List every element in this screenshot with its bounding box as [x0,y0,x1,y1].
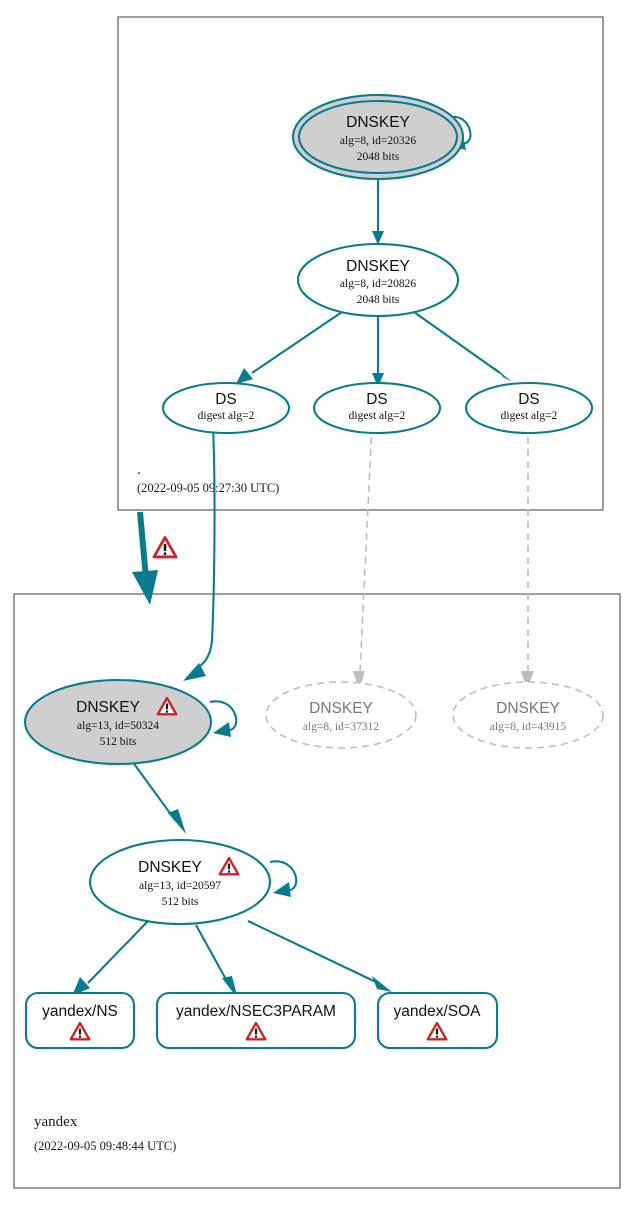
zone-yandex-timestamp: (2022-09-05 09:48:44 UTC) [34,1139,176,1153]
node-root-zsk-20826[interactable]: DNSKEY alg=8, id=20826 2048 bits [296,242,460,318]
node-ds-3[interactable]: DS digest alg=2 [464,381,594,435]
edge-yandex-zsk-selfsign [269,860,298,897]
root-ksk-outline-inner [297,99,459,175]
ds-1-label: DS [215,391,237,408]
zone-yandex: yandex (2022-09-05 09:48:44 UTC) [13,593,621,1189]
node-rrset-yandex-soa[interactable]: yandex/SOA [376,991,499,1050]
dnskey-37312-label: DNSKEY [309,700,373,717]
rrset-nsec3param-outline [155,991,357,1050]
yandex-zsk-params: alg=13, id=20597 [139,880,221,892]
ds-2-params: digest alg=2 [349,410,406,422]
edge-zsk-to-ns [72,920,149,996]
edge-ds2-to-dnskey-37312 [353,424,373,690]
yandex-zsk-outline [88,838,272,926]
root-ksk-params: alg=8, id=20326 [340,135,416,147]
zone-root-name: . [137,462,141,478]
ds-3-outline [464,381,594,435]
edge-yandex-ksk-selfsign [209,700,238,737]
dnskey-43915-label: DNSKEY [496,700,560,717]
edge-root-zsk-to-ds-3 [413,311,512,382]
zone-root: . (2022-09-05 09:27:30 UTC) [117,16,604,511]
yandex-ksk-label: DNSKEY [76,699,140,716]
rrset-soa-label: yandex/SOA [393,1003,481,1020]
node-rrset-yandex-ns[interactable]: yandex/NS [24,991,136,1050]
node-ds-1[interactable]: DS digest alg=2 [161,381,291,435]
node-yandex-dnskey-37312[interactable]: DNSKEY alg=8, id=37312 [265,681,417,749]
root-ksk-size: 2048 bits [357,151,400,163]
node-rrset-yandex-nsec3param[interactable]: yandex/NSEC3PARAM [155,991,357,1050]
zone-yandex-border [13,593,621,1189]
edge-zsk-to-nsec3param [195,924,238,999]
ds-3-label: DS [518,391,540,408]
edge-zsk-to-soa [247,920,392,992]
edge-delegation-insecure [132,511,158,605]
edge-ds3-to-dnskey-43915 [521,425,534,690]
ds-1-outline [161,381,291,435]
yandex-zsk-size: 512 bits [162,896,199,908]
yandex-ksk-size: 512 bits [100,736,137,748]
root-zsk-label: DNSKEY [346,258,410,275]
node-ds-2[interactable]: DS digest alg=2 [312,381,442,435]
rrset-ns-label: yandex/NS [42,1003,118,1020]
dnskey-37312-params: alg=8, id=37312 [303,721,379,733]
node-yandex-dnskey-43915[interactable]: DNSKEY alg=8, id=43915 [452,681,604,749]
rrset-nsec3param-label: yandex/NSEC3PARAM [176,1003,336,1020]
rrset-ns-outline [24,991,136,1050]
ds-2-label: DS [366,391,388,408]
edge-yandex-ksk-to-zsk [131,760,186,834]
node-yandex-zsk-20597[interactable]: DNSKEY alg=13, id=20597 512 bits [88,838,272,926]
yandex-zsk-label: DNSKEY [138,859,202,876]
rrset-soa-outline [376,991,499,1050]
zone-root-border [117,16,604,511]
node-root-ksk-20326[interactable]: DNSKEY alg=8, id=20326 2048 bits [291,93,465,181]
root-zsk-outline [296,242,460,318]
dnskey-43915-params: alg=8, id=43915 [490,721,566,733]
zone-yandex-name: yandex [34,1114,78,1130]
zone-root-timestamp: (2022-09-05 09:27:30 UTC) [137,481,279,495]
ds-2-outline [312,381,442,435]
yandex-ksk-params: alg=13, id=50324 [77,720,159,732]
edge-ds1-to-yandex-ksk [183,424,216,681]
delegation-warning-icon [152,536,178,559]
root-zsk-size: 2048 bits [357,294,400,306]
root-ksk-label: DNSKEY [346,114,410,131]
root-zsk-params: alg=8, id=20826 [340,278,416,290]
node-yandex-ksk-50324[interactable]: DNSKEY alg=13, id=50324 512 bits [23,678,213,766]
edge-root-zsk-to-ds-1 [236,311,343,384]
ds-1-params: digest alg=2 [198,410,255,422]
ds-3-params: digest alg=2 [501,410,558,422]
dnskey-43915-outline [452,681,604,749]
edge-root-ksk-to-zsk [372,179,384,245]
edge-root-zsk-to-ds-2 [372,312,384,387]
dnskey-37312-outline [265,681,417,749]
